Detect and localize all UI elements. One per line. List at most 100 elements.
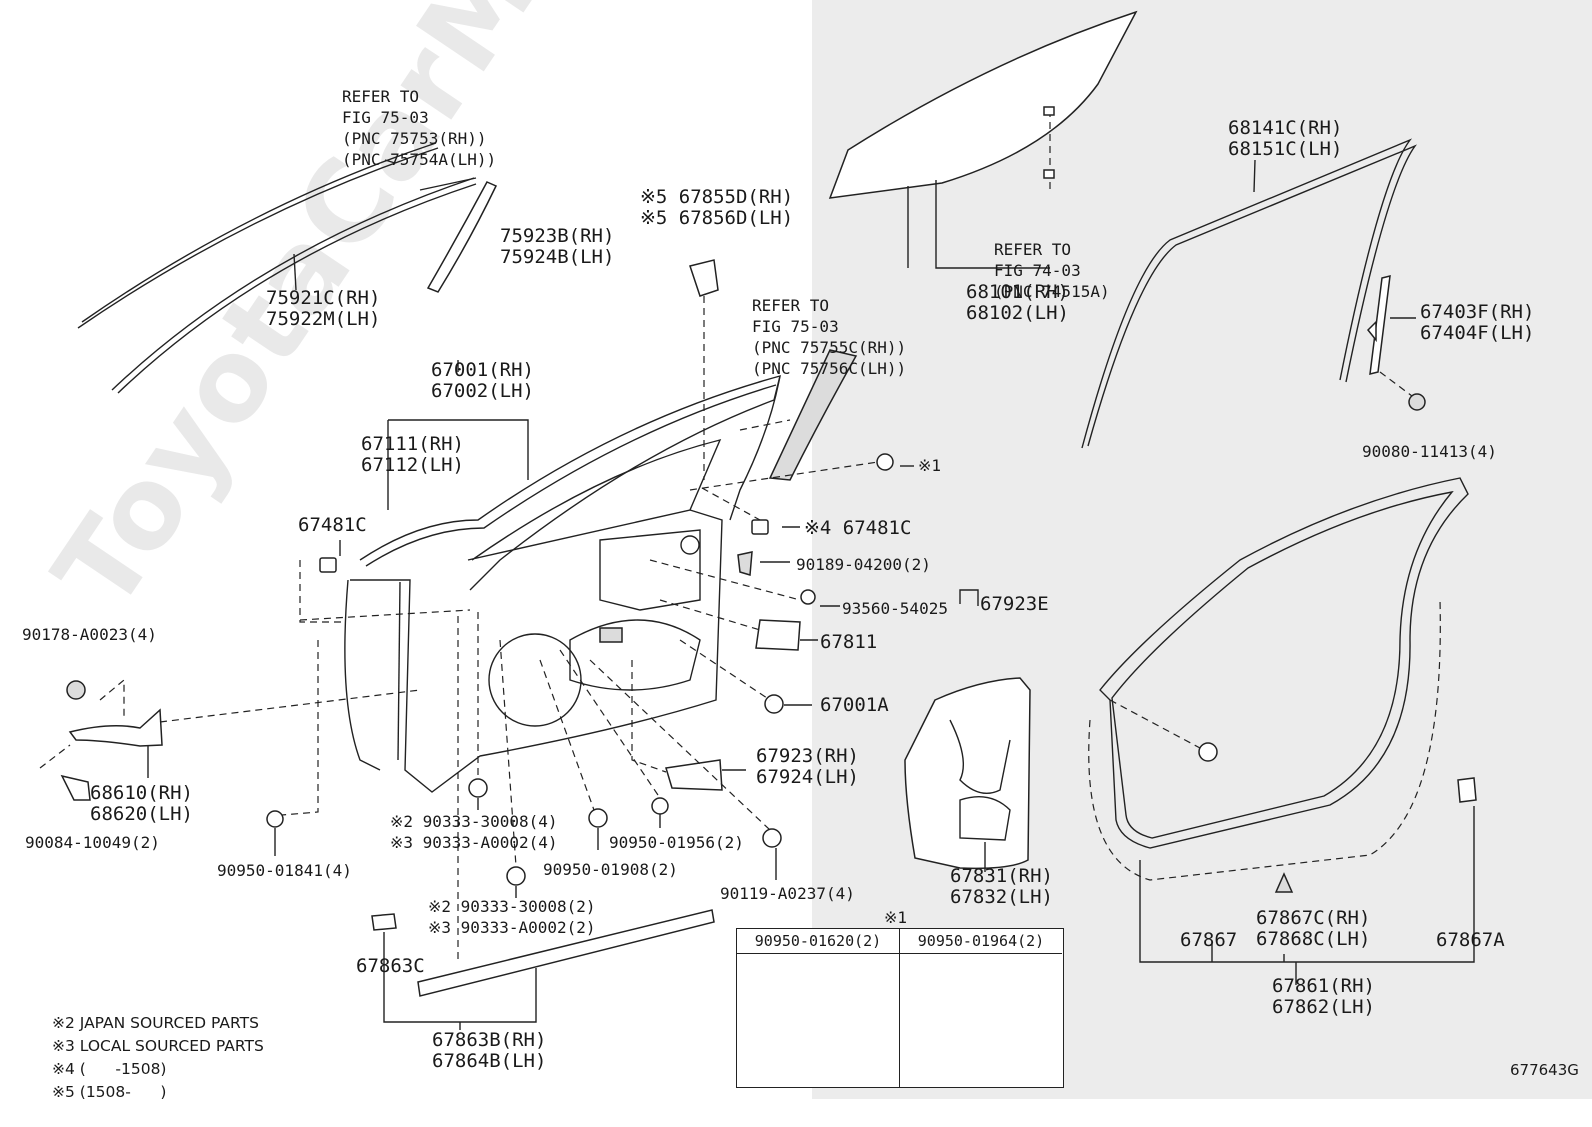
note-line: ※5 (1508- ) bbox=[52, 1083, 167, 1101]
pn-line: 68101(RH) bbox=[966, 281, 1069, 303]
plug-90333-b bbox=[506, 866, 526, 886]
ref-line: (PNC 75754A(LH)) bbox=[342, 150, 497, 169]
label-90119[interactable]: 90119-A0237(4) bbox=[720, 884, 855, 903]
label-67481-right[interactable]: ※4 67481C bbox=[804, 517, 912, 539]
clip-90189 bbox=[737, 551, 753, 576]
label-68141[interactable]: 68141C(RH)68151C(LH) bbox=[1228, 118, 1342, 160]
pn-line: 68102(LH) bbox=[966, 302, 1069, 324]
label-67923[interactable]: 67923(RH)67924(LH) bbox=[756, 746, 859, 788]
ref-line: REFER TO bbox=[994, 240, 1072, 259]
pn-line: 75924B(LH) bbox=[500, 246, 615, 268]
pn-line: 75923B(RH) bbox=[500, 225, 615, 247]
label-67403[interactable]: 67403F(RH)67404F(LH) bbox=[1420, 302, 1534, 344]
label-67811[interactable]: 67811 bbox=[820, 631, 878, 653]
clip-67481-right bbox=[751, 519, 769, 535]
label-67001A[interactable]: 67001A bbox=[820, 694, 889, 716]
note-line: ※4 ( -1508) bbox=[52, 1060, 167, 1078]
pn-line: 67923(RH) bbox=[756, 745, 859, 767]
plug-67001A bbox=[764, 694, 784, 714]
pn-line: 67862(LH) bbox=[1272, 996, 1375, 1018]
note-line: ※2 JAPAN SOURCED PARTS bbox=[52, 1014, 259, 1032]
label-67111[interactable]: 67111(RH)67112(LH) bbox=[361, 434, 464, 476]
ref-line: (PNC 74515A) bbox=[994, 282, 1110, 301]
label-67867C[interactable]: 67867C(RH)67868C(LH) bbox=[1256, 908, 1370, 950]
label-68610[interactable]: 68610(RH)68620(LH) bbox=[90, 783, 193, 825]
pn-line: 67112(LH) bbox=[361, 454, 464, 476]
label-90189[interactable]: 90189-04200(2) bbox=[796, 555, 931, 574]
door-glass-68101 bbox=[828, 10, 1138, 269]
label-75921[interactable]: 75921C(RH)75922M(LH) bbox=[266, 288, 380, 330]
label-67831[interactable]: 67831(RH)67832(LH) bbox=[950, 866, 1053, 908]
pn-line: 68620(LH) bbox=[90, 803, 193, 825]
kit-col-90950-01620[interactable]: 90950-01620(2) bbox=[737, 929, 900, 954]
bracket-67855 bbox=[689, 259, 719, 297]
service-cover-67831 bbox=[904, 677, 1031, 870]
pn-line: ※3 90333-A0002(4) bbox=[390, 833, 558, 852]
pn-line: 67863B(RH) bbox=[432, 1029, 547, 1051]
label-hole-plug-x1[interactable]: ※1 bbox=[918, 456, 942, 475]
ref-line: REFER TO bbox=[342, 87, 420, 106]
pn-line: 67111(RH) bbox=[361, 433, 464, 455]
label-90178[interactable]: 90178-A0023(4) bbox=[22, 625, 157, 644]
label-67863B[interactable]: 67863B(RH)67864B(LH) bbox=[432, 1030, 546, 1072]
pn-line: 75922M(LH) bbox=[266, 308, 381, 330]
ref-line: FIG 75-03 bbox=[342, 108, 429, 127]
label-67481-left[interactable]: 67481C bbox=[298, 514, 367, 536]
pad-67811 bbox=[755, 619, 801, 651]
weatherstrip-67861 bbox=[1088, 477, 1477, 985]
label-leaders bbox=[147, 360, 979, 898]
pn-line: 75921C(RH) bbox=[266, 287, 381, 309]
pn-line: 67861(RH) bbox=[1272, 975, 1375, 997]
pn-line: ※2 90333-30008(2) bbox=[428, 897, 596, 916]
ref-line: FIG 74-03 bbox=[994, 261, 1081, 280]
leader-lines bbox=[39, 296, 879, 960]
nut-90178 bbox=[66, 680, 86, 700]
label-90950-01956[interactable]: 90950-01956(2) bbox=[609, 833, 744, 852]
label-67923E[interactable]: 67923E bbox=[980, 593, 1049, 615]
label-90950-01841[interactable]: 90950-01841(4) bbox=[217, 861, 352, 880]
label-67001[interactable]: 67001(RH)67002(LH) bbox=[431, 360, 534, 402]
label-67867A[interactable]: 67867A bbox=[1436, 929, 1505, 951]
label-68101[interactable]: 68101(RH)68102(LH) bbox=[966, 282, 1069, 324]
door-check-68610 bbox=[68, 708, 163, 747]
note-line: ※3 LOCAL SOURCED PARTS bbox=[52, 1037, 264, 1055]
ref-line: REFER TO bbox=[752, 296, 830, 315]
label-75923[interactable]: 75923B(RH)75924B(LH) bbox=[500, 226, 614, 268]
pn-line: 67832(LH) bbox=[950, 886, 1053, 908]
label-93560[interactable]: 93560-54025 bbox=[842, 599, 948, 618]
pn-line: 67864B(LH) bbox=[432, 1050, 547, 1072]
plug-90333-a bbox=[468, 778, 488, 798]
kit-col-90950-01964[interactable]: 90950-01964(2) bbox=[900, 929, 1062, 954]
pn-line: ※5 67856D(LH) bbox=[640, 207, 794, 229]
pn-line: 67403F(RH) bbox=[1420, 301, 1535, 323]
pn-line: 67831(RH) bbox=[950, 865, 1053, 887]
pn-line: 67924(LH) bbox=[756, 766, 859, 788]
pn-line: 67867C(RH) bbox=[1256, 907, 1371, 929]
pn-line: ※2 90333-30008(4) bbox=[390, 812, 558, 831]
refer-top-left: REFER TO FIG 75-03 (PNC 75753(RH)) (PNC 757… bbox=[342, 44, 496, 191]
ref-line: (PNC 75753(RH)) bbox=[342, 129, 487, 148]
label-90084[interactable]: 90084-10049(2) bbox=[25, 833, 160, 852]
label-67867[interactable]: 67867 bbox=[1180, 929, 1238, 951]
belt-molding-corner-75755 bbox=[768, 349, 858, 481]
label-67863C[interactable]: 67863C bbox=[356, 955, 425, 977]
label-67861[interactable]: 67861(RH)67862(LH) bbox=[1272, 976, 1375, 1018]
label-90333-b[interactable]: ※2 90333-30008(2)※3 90333-A0002(2) bbox=[428, 896, 596, 938]
kit-divider bbox=[899, 929, 900, 1087]
label-90333-a[interactable]: ※2 90333-30008(4) ※3 90333-A0002(4) bbox=[390, 811, 558, 853]
pillar-trim-75923 bbox=[426, 181, 498, 293]
door-panel-67001 bbox=[344, 375, 781, 793]
ref-line: FIG 75-03 bbox=[752, 317, 839, 336]
label-90950-01908[interactable]: 90950-01908(2) bbox=[543, 860, 678, 879]
label-90080[interactable]: 90080-11413(4) bbox=[1362, 442, 1497, 461]
kit-table: 90950-01620(2) 90950-01964(2) bbox=[736, 928, 1064, 1088]
run-channel-68141 bbox=[1081, 138, 1418, 449]
legend-notes: ※2 JAPAN SOURCED PARTS ※3 LOCAL SOURCED P… bbox=[52, 966, 264, 1127]
bolt-90119 bbox=[762, 828, 782, 848]
pn-line: 68141C(RH) bbox=[1228, 117, 1343, 139]
pn-line: 67868C(LH) bbox=[1256, 928, 1371, 950]
label-67855[interactable]: ※5 67855D(RH)※5 67856D(LH) bbox=[640, 187, 793, 229]
kit-title: ※1 bbox=[884, 908, 908, 927]
molding-75921-group bbox=[77, 142, 477, 394]
